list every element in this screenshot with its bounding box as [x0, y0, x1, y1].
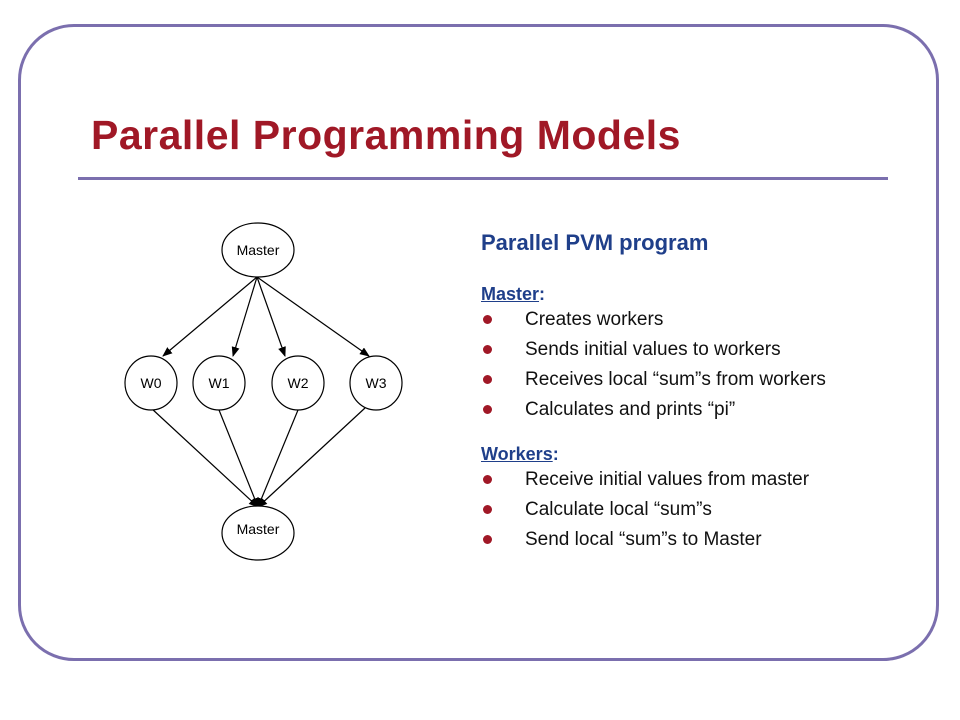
node-master-bottom-label: Master — [237, 521, 280, 537]
node-w3: W3 — [349, 355, 403, 411]
edge-master-w0 — [162, 276, 258, 357]
slide-title: Parallel Programming Models — [91, 112, 681, 158]
master-heading: Master: — [481, 282, 921, 306]
bullet-dot-icon — [483, 375, 492, 384]
workers-list: Receive initial values from master Calcu… — [481, 470, 921, 550]
edge-w0-master — [150, 407, 259, 508]
list-item-text: Receives local “sum”s from workers — [525, 369, 826, 390]
edge-master-w1 — [231, 276, 258, 357]
bullet-dot-icon — [483, 345, 492, 354]
bullet-dot-icon — [483, 405, 492, 414]
node-w3-label: W3 — [366, 375, 387, 391]
workers-heading-colon: : — [552, 444, 559, 464]
bullet-dot-icon — [483, 505, 492, 514]
node-master-top-label: Master — [237, 242, 280, 258]
workers-heading: Workers: — [481, 442, 921, 466]
master-heading-text: Master — [481, 284, 540, 304]
list-item: Send local “sum”s to Master — [481, 530, 921, 550]
node-master-bottom: Master — [221, 505, 295, 561]
node-w0: W0 — [124, 355, 178, 411]
list-item: Calculate local “sum”s — [481, 500, 921, 520]
bullet-dot-icon — [483, 315, 492, 324]
node-w1-label: W1 — [209, 375, 230, 391]
list-item: Receives local “sum”s from workers — [481, 370, 921, 390]
edge-w1-master — [218, 409, 259, 508]
content-panel: Parallel PVM program Master: Creates wor… — [481, 228, 921, 560]
edge-master-w3 — [256, 276, 370, 357]
list-item: Sends initial values to workers — [481, 340, 921, 360]
master-list: Creates workers Sends initial values to … — [481, 310, 921, 420]
bullet-dot-icon — [483, 535, 492, 544]
title-underline — [78, 177, 888, 180]
list-item-text: Sends initial values to workers — [525, 339, 781, 360]
list-item: Receive initial values from master — [481, 470, 921, 490]
list-item-text: Creates workers — [525, 309, 664, 330]
subtitle: Parallel PVM program — [481, 230, 709, 255]
list-item-text: Calculates and prints “pi” — [525, 399, 736, 420]
list-item-text: Send local “sum”s to Master — [525, 529, 762, 550]
edge-master-w2 — [256, 276, 286, 357]
list-item: Creates workers — [481, 310, 921, 330]
edge-w2-master — [257, 409, 299, 508]
node-w2: W2 — [271, 355, 325, 411]
list-item: Calculates and prints “pi” — [481, 400, 921, 420]
node-w1: W1 — [192, 355, 246, 411]
edge-w3-master — [257, 407, 366, 508]
bullet-dot-icon — [483, 475, 492, 484]
list-item-text: Receive initial values from master — [525, 469, 810, 490]
master-heading-colon: : — [539, 284, 546, 304]
slide-frame — [18, 24, 939, 661]
list-item-text: Calculate local “sum”s — [525, 499, 712, 520]
node-master-top: Master — [221, 222, 295, 278]
node-w0-label: W0 — [141, 375, 162, 391]
workers-heading-text: Workers — [481, 444, 553, 464]
node-w2-label: W2 — [288, 375, 309, 391]
